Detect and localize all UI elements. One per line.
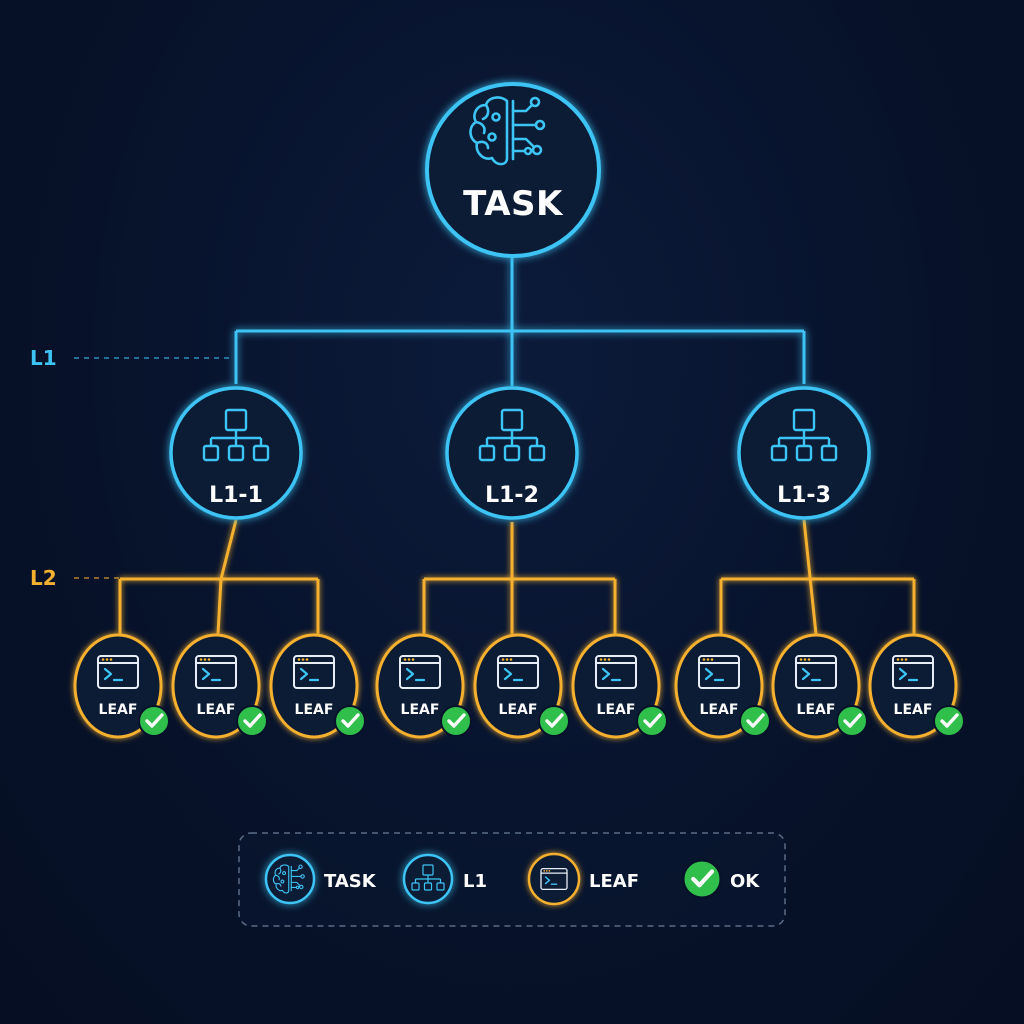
leaf-node[interactable]: LEAF: [473, 633, 571, 739]
leaf-node[interactable]: LEAF: [771, 633, 869, 739]
check-icon: [635, 704, 669, 738]
l1-node-label: L1-2: [485, 483, 539, 508]
legend-item-leaf: LEAF: [527, 852, 639, 906]
root-connectors: [234, 256, 806, 386]
leaf-label: LEAF: [797, 702, 836, 718]
legend-label: L1: [463, 871, 487, 892]
root-node-task[interactable]: TASK: [425, 82, 601, 258]
leaf-node[interactable]: LEAF: [375, 633, 473, 739]
leaf-node[interactable]: LEAF: [868, 633, 966, 739]
l1-node-label: L1-3: [777, 483, 831, 508]
check-icon: [333, 704, 367, 738]
level-label-l1: L1: [30, 346, 57, 370]
check-icon: [137, 704, 171, 738]
leaf-label: LEAF: [700, 702, 739, 718]
leaf-node[interactable]: LEAF: [171, 633, 269, 739]
legend-item-ok: OK: [683, 860, 760, 898]
leaf-label: LEAF: [499, 702, 538, 718]
legend-item-task: TASK: [264, 853, 377, 905]
l1-node-2[interactable]: L1-2: [445, 386, 579, 520]
leaf-label: LEAF: [197, 702, 236, 718]
legend-label: OK: [730, 871, 760, 892]
check-icon: [738, 704, 772, 738]
leaf-label: LEAF: [99, 702, 138, 718]
root-label: TASK: [463, 184, 564, 224]
l1-node-3[interactable]: L1-3: [737, 386, 871, 520]
leaf-label: LEAF: [295, 702, 334, 718]
check-icon: [835, 704, 869, 738]
leaf-connectors: [118, 519, 916, 635]
leaf-node[interactable]: LEAF: [269, 633, 367, 739]
check-icon: [439, 704, 473, 738]
leaf-label: LEAF: [894, 702, 933, 718]
leaf-label: LEAF: [597, 702, 636, 718]
check-icon: [537, 704, 571, 738]
legend: TASK L1 LEAF OK: [238, 832, 786, 927]
check-icon: [932, 704, 966, 738]
check-icon: [235, 704, 269, 738]
legend-label: TASK: [324, 871, 377, 892]
leaf-node[interactable]: LEAF: [73, 633, 171, 739]
check-icon: [683, 860, 721, 898]
l1-node-1[interactable]: L1-1: [169, 386, 303, 520]
level-label-l2: L2: [30, 566, 57, 590]
legend-item-l1: L1: [402, 853, 487, 905]
leaf-node[interactable]: LEAF: [571, 633, 669, 739]
legend-label: LEAF: [589, 871, 639, 892]
leaf-node[interactable]: LEAF: [674, 633, 772, 739]
leaf-label: LEAF: [401, 702, 440, 718]
l1-node-label: L1-1: [209, 483, 263, 508]
